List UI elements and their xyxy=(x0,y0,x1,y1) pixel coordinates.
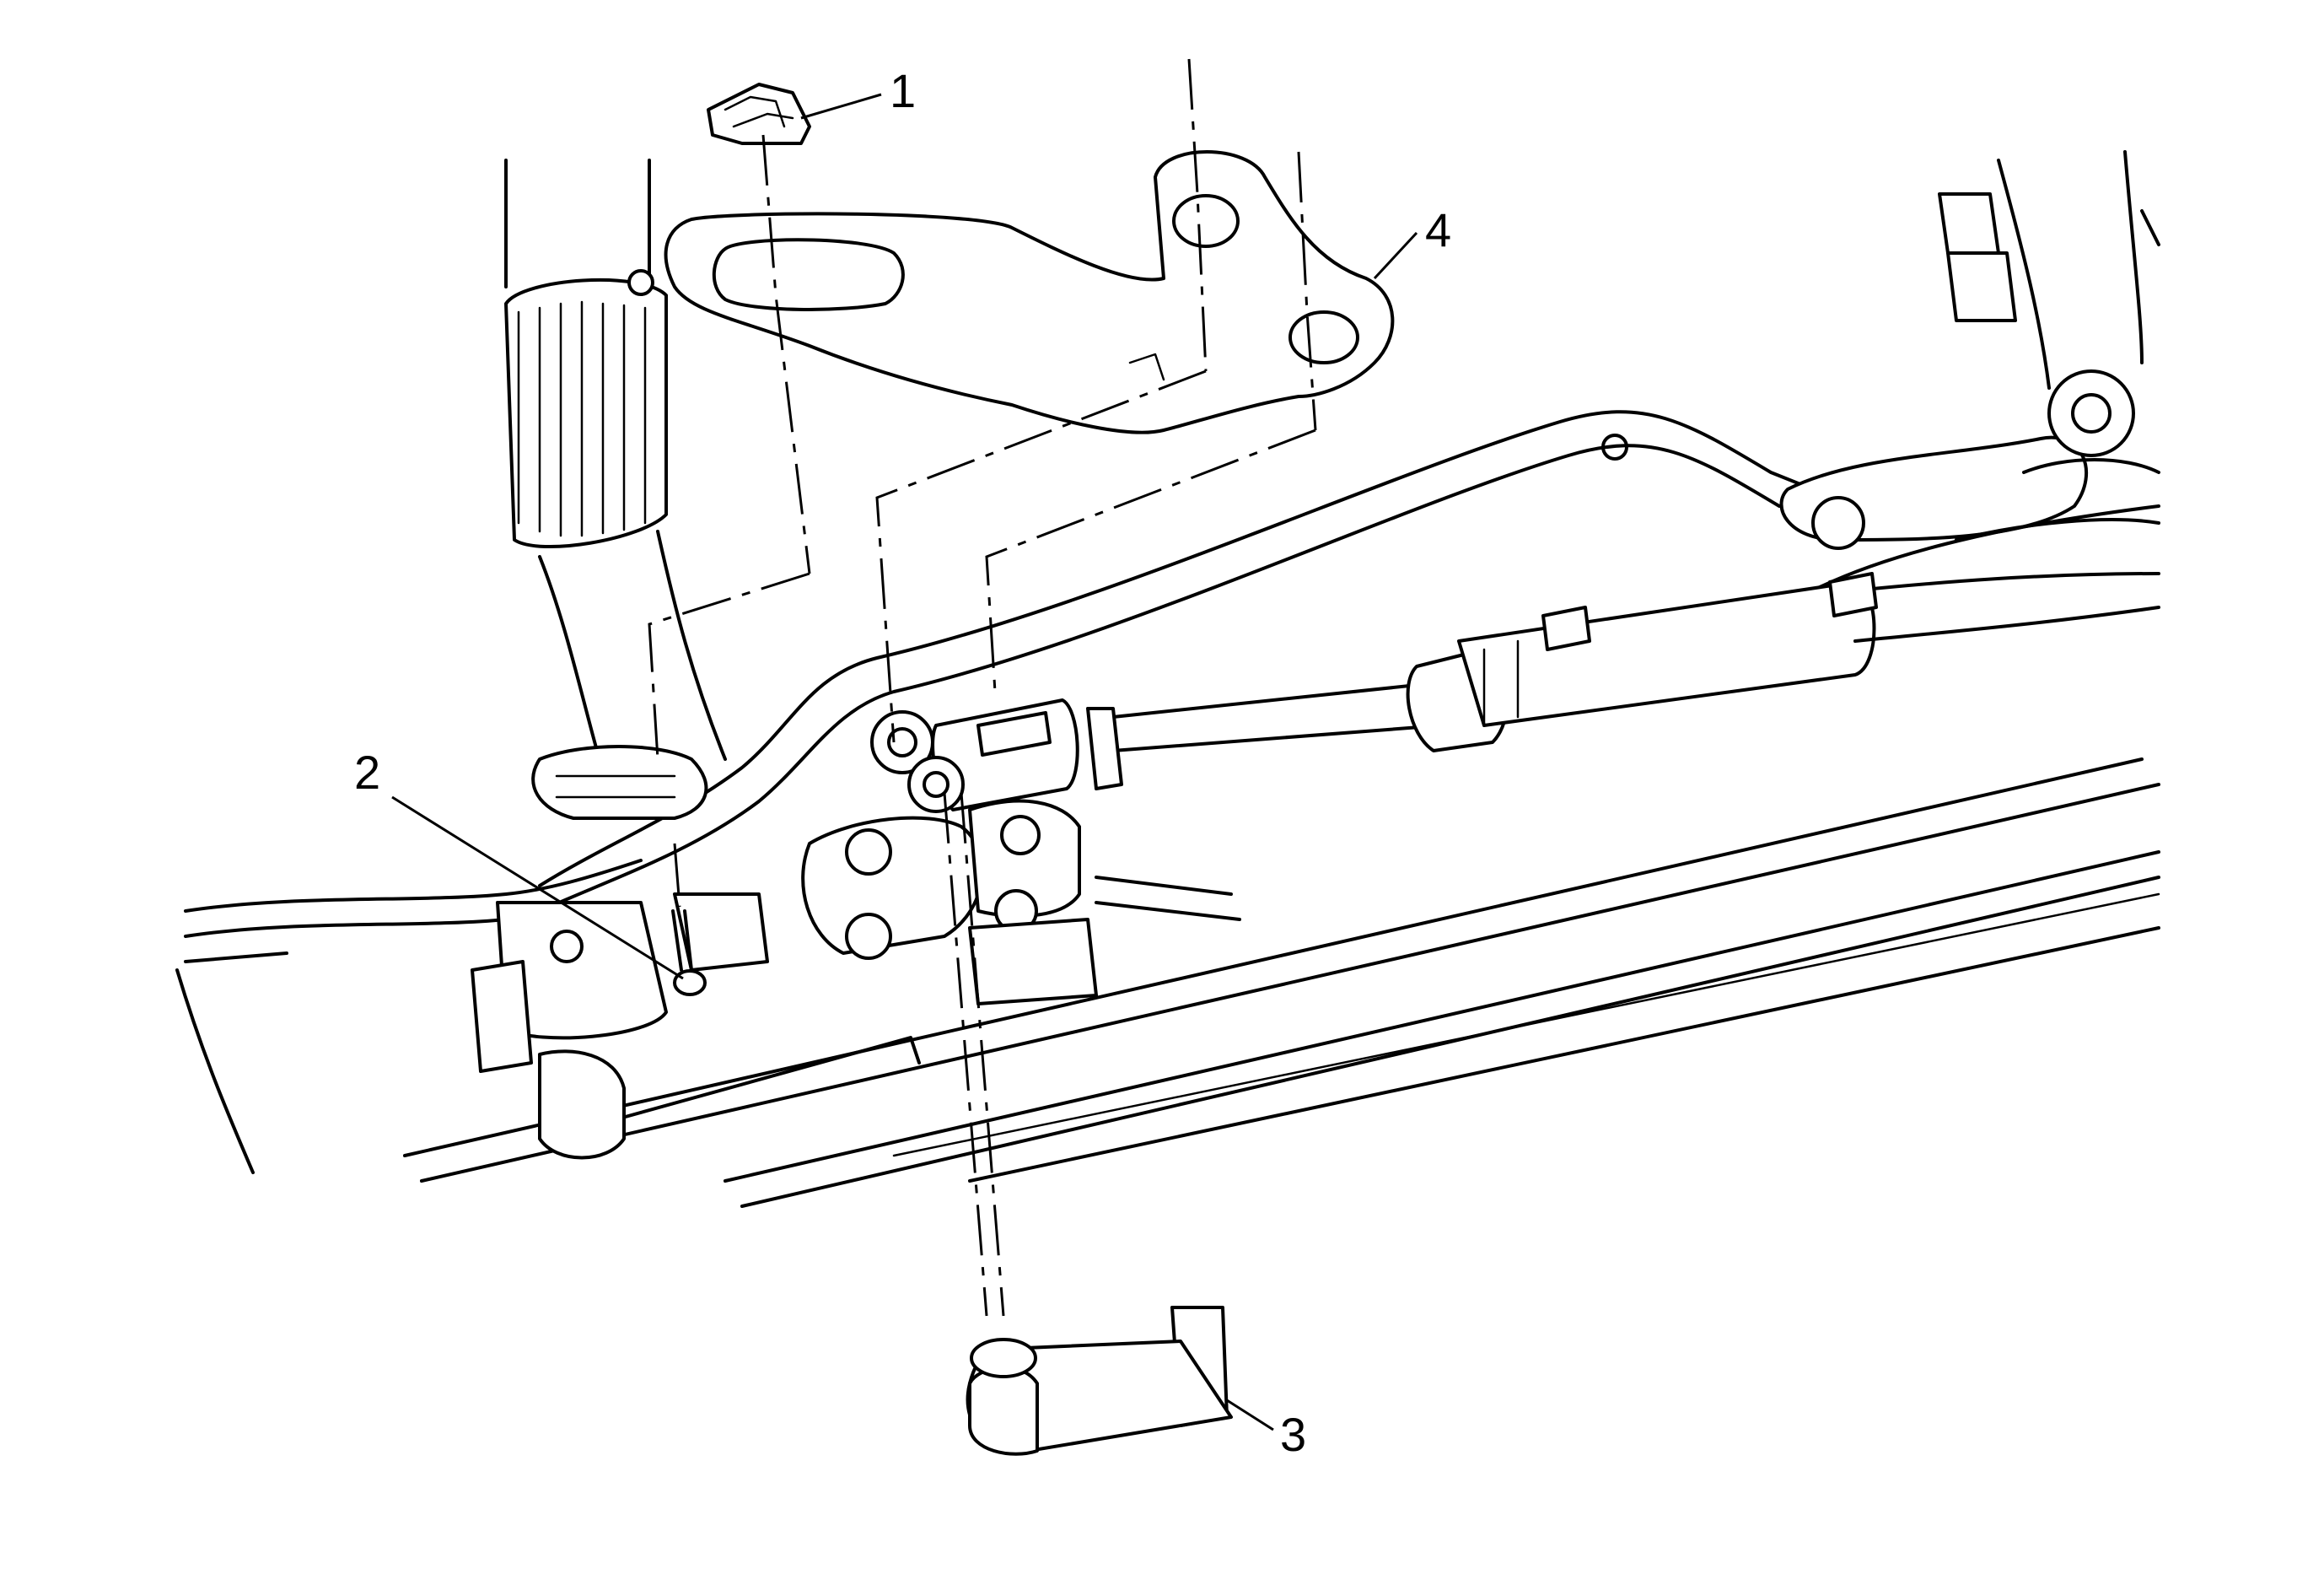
part-1-clip xyxy=(707,83,811,145)
actuator-cylinder xyxy=(1111,572,2160,752)
callout-1: 1 xyxy=(890,64,916,117)
callout-2: 2 xyxy=(354,746,380,799)
callout-4: 4 xyxy=(1425,203,1451,256)
lower-left-bracket xyxy=(175,745,708,1174)
alignment-lines xyxy=(648,58,1317,1317)
frame-rails xyxy=(403,757,2160,1208)
callout-leaders xyxy=(391,93,1418,1431)
steering-column-shaft xyxy=(504,159,727,811)
right-upper-housing xyxy=(1811,150,2160,592)
leader-1 xyxy=(800,93,882,120)
part-3-cap xyxy=(966,1306,1233,1456)
part-4-bracket-plate xyxy=(664,150,1395,434)
clevis-block xyxy=(870,698,1123,813)
callout-3: 3 xyxy=(1280,1408,1306,1461)
upper-support-arm xyxy=(538,369,2135,913)
leader-4 xyxy=(1373,231,1418,280)
leader-2 xyxy=(391,795,684,980)
leader-3 xyxy=(1226,1399,1274,1431)
callout-labels: 1 2 3 4 xyxy=(354,64,1451,1461)
center-mount-bracket xyxy=(673,799,1241,1005)
